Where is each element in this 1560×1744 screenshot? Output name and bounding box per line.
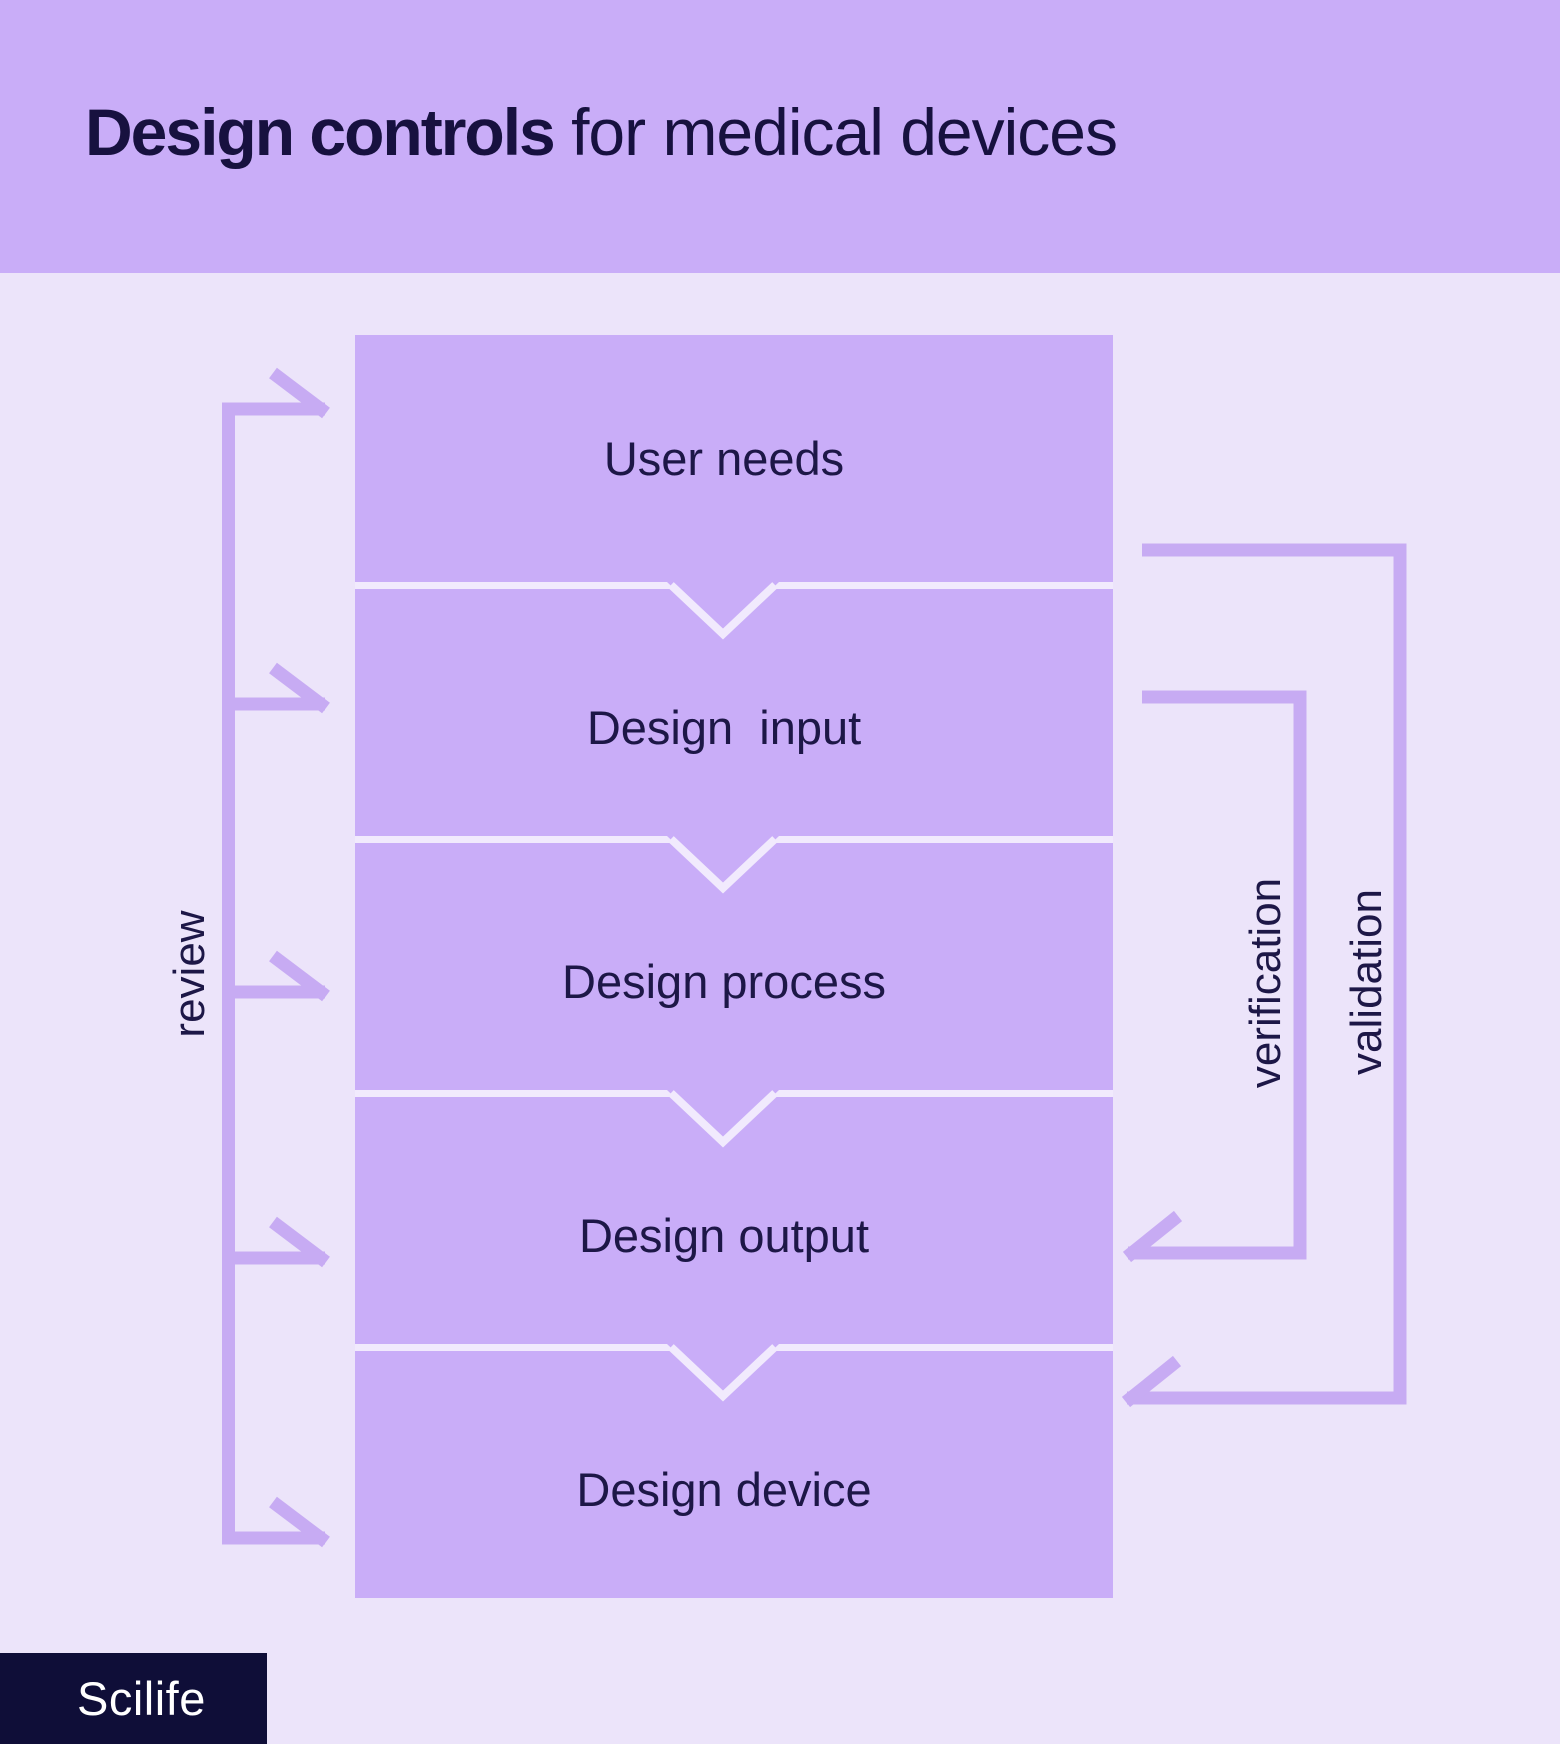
flow-box-label: Design input (586, 701, 862, 754)
review-arrow-2-barb (269, 662, 330, 714)
validation-arrowhead (1121, 1355, 1182, 1408)
box-chevron-3-edge (668, 1090, 778, 1148)
box-separators (355, 582, 1113, 1351)
review-arrow-3-barb (269, 950, 330, 1002)
review-arrow-4-barb (269, 1216, 330, 1268)
logo-block: Scilife (0, 1653, 267, 1744)
box-chevron-1-fill (667, 582, 779, 635)
verification-bracket-path (1128, 690, 1307, 1260)
box-chevron-4-edge (668, 1344, 778, 1402)
flow-box-label: Design output (578, 1209, 870, 1262)
flow-box-design-process: Design process (355, 843, 1113, 1090)
flow-box-label: Design device (576, 1463, 872, 1516)
validation-bracket (1121, 543, 1407, 1408)
flow-box-design-device: Design device (355, 1351, 1113, 1598)
validation-bracket-path (1127, 543, 1407, 1405)
header-band: Design controls for medical devices (0, 0, 1560, 273)
verification-label: verification (1241, 877, 1290, 1089)
review-bracket (222, 367, 330, 1548)
box-chevrons (667, 582, 779, 1402)
review-arrow-5-barb (269, 1496, 330, 1548)
flow-box-label: Design process (562, 955, 886, 1008)
page-title: Design controls for medical devices (85, 99, 1118, 165)
flow-box-user-needs: User needs (355, 335, 1113, 582)
verification-arrowhead (1122, 1210, 1183, 1263)
page-title-bold: Design controls (85, 95, 556, 169)
flow-box-design-input: Design input (355, 589, 1113, 836)
box-chevron-2-fill (667, 836, 779, 889)
review-arrow-1-barb (269, 367, 330, 419)
flow-box-label: User needs (603, 432, 845, 485)
box-chevron-1-edge (668, 582, 778, 640)
box-chevron-3-fill (667, 1090, 779, 1143)
page-title-regular: for medical devices (553, 95, 1118, 169)
verification-bracket (1122, 690, 1307, 1263)
review-label: review (165, 910, 214, 1038)
flow-box-design-output: Design output (355, 1097, 1113, 1344)
box-chevron-4-fill (667, 1344, 779, 1397)
box-chevron-2-edge (668, 836, 778, 894)
logo-text: Scilife (77, 1672, 206, 1725)
validation-label: validation (1342, 889, 1391, 1075)
